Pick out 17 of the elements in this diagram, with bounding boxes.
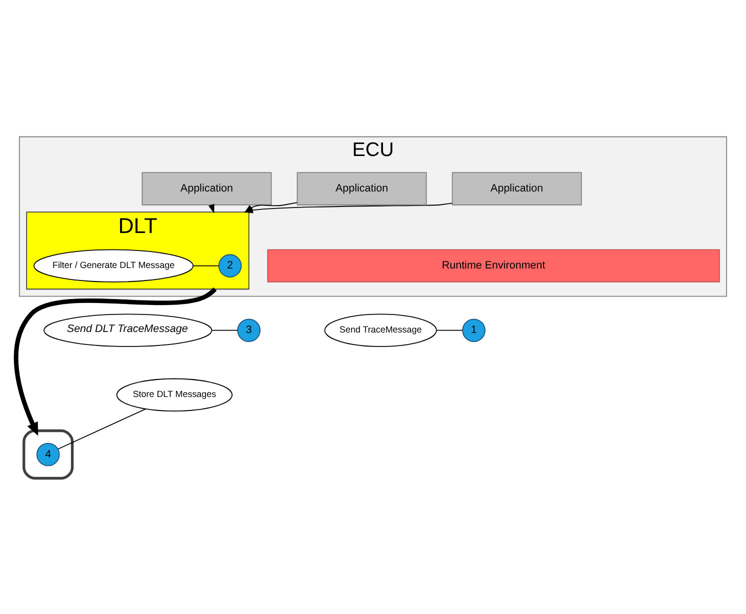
connector [436,329,463,330]
node-box: Application [296,172,427,205]
node-circle: 1 [462,318,486,342]
node-ellipse: Filter / Generate DLT Message [34,248,194,282]
cluster [22,428,74,480]
node-ellipse: Store DLT Messages [116,378,233,411]
node-circle: 2 [218,254,242,277]
node-ellipse: Send TraceMessage [324,313,437,346]
connector [192,264,220,266]
connector [58,408,146,449]
node-ellipse: Send DLT TraceMessage [43,313,212,346]
connector [211,329,238,330]
node-box: Runtime Environment [267,248,720,282]
node-box: Application [452,172,582,205]
arrow [14,287,217,436]
node-circle: 4 [36,442,60,466]
node-circle: 3 [237,318,261,342]
